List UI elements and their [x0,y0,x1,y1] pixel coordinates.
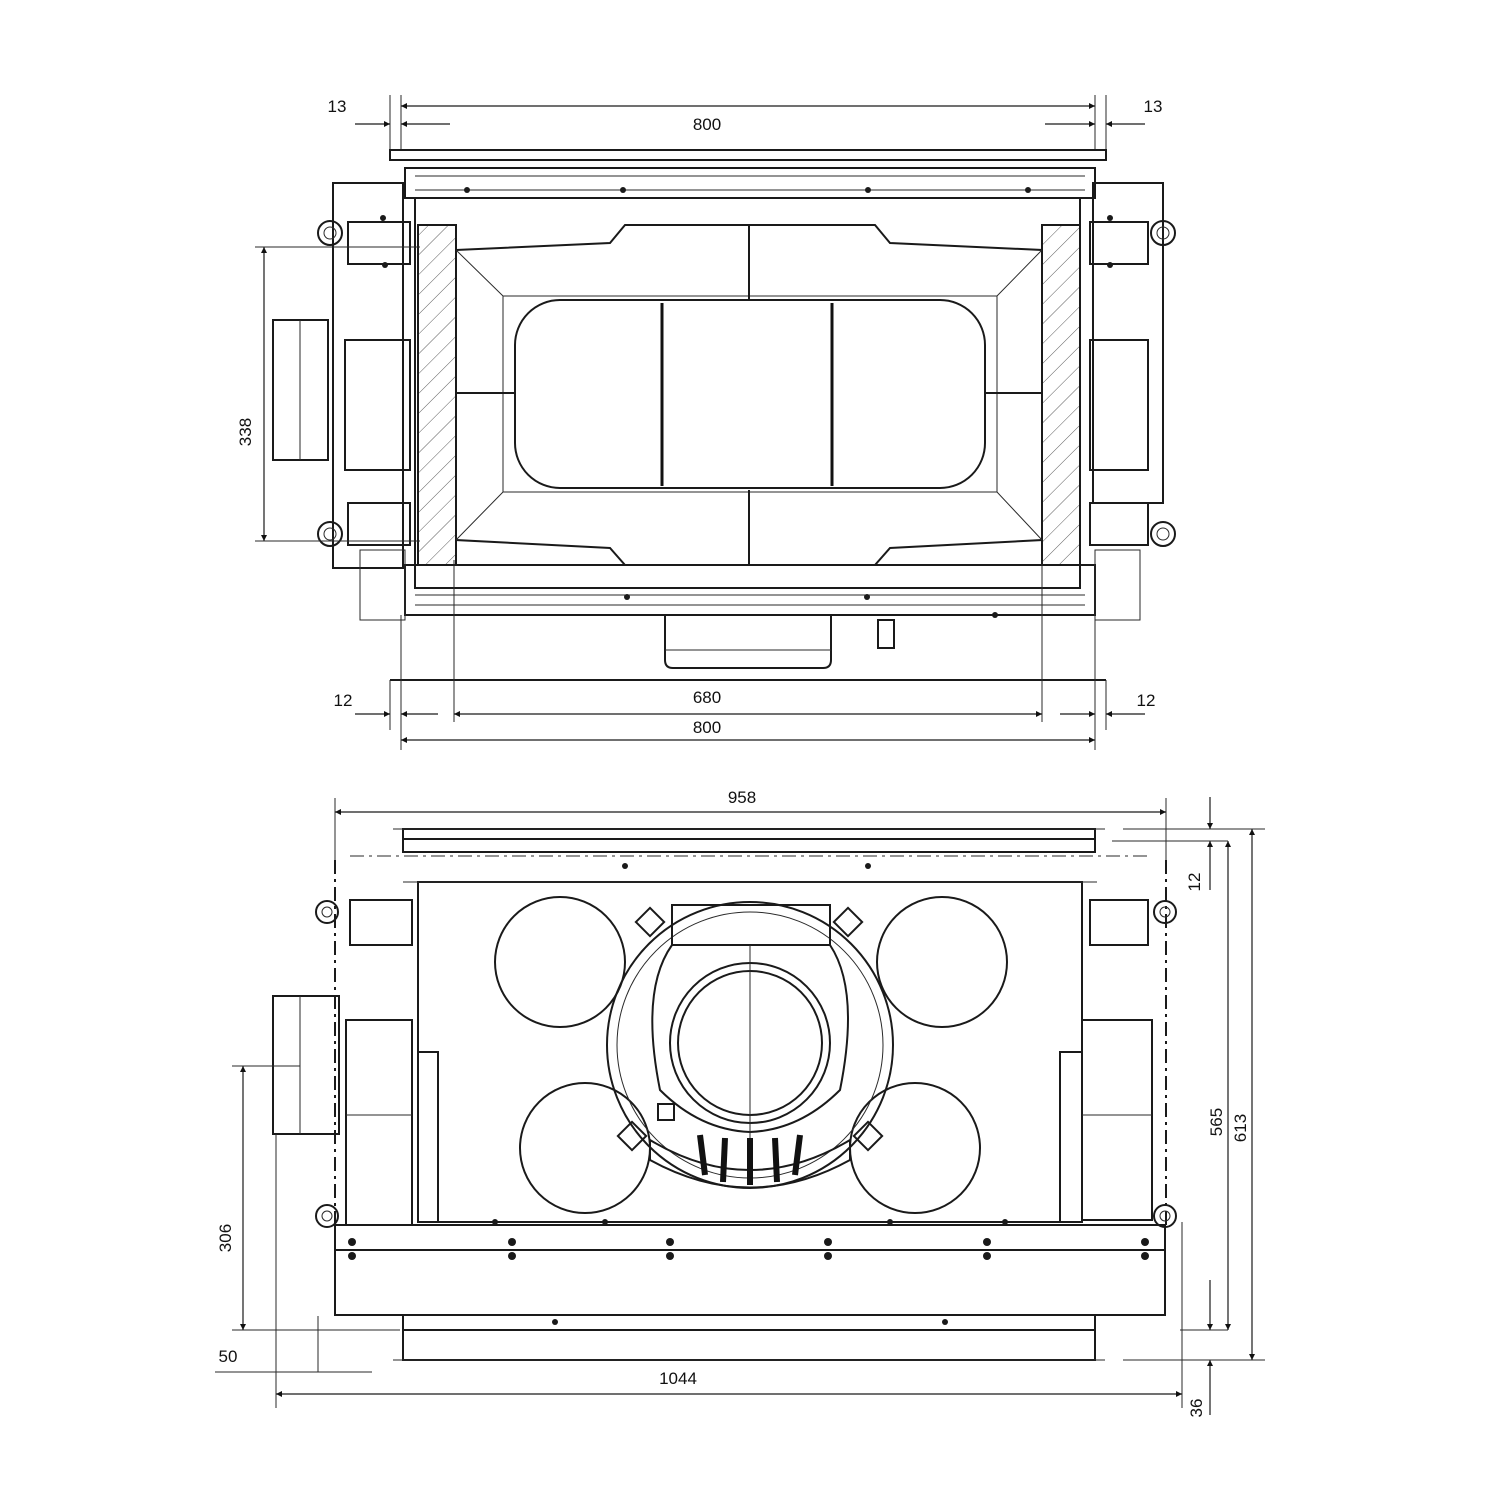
dim-label-13-right: 13 [1144,97,1163,116]
dim-label-1044: 1044 [659,1369,697,1388]
dim-label-565: 565 [1207,1108,1226,1136]
dim-label-12-top: 12 [1185,873,1204,892]
dim-label-13-left: 13 [328,97,347,116]
dim-label-36: 36 [1187,1399,1206,1418]
top-view: 13 800 13 [236,95,1176,750]
dim-label-12-right: 12 [1137,691,1156,710]
dim-label-613: 613 [1231,1114,1250,1142]
dim-label-50: 50 [219,1347,238,1366]
top-fasteners [380,187,1113,618]
dim-label-800-bottom: 800 [693,718,721,737]
dim-label-338: 338 [236,418,255,446]
dim-label-680: 680 [693,688,721,707]
fan-vanes [697,1134,803,1185]
rail-fasteners [348,863,1149,1325]
dim-label-800-top: 800 [693,115,721,134]
dim-label-958: 958 [728,788,756,807]
front-view: 958 [215,788,1265,1417]
dim-label-12-left: 12 [334,691,353,710]
dim-label-306: 306 [216,1224,235,1252]
